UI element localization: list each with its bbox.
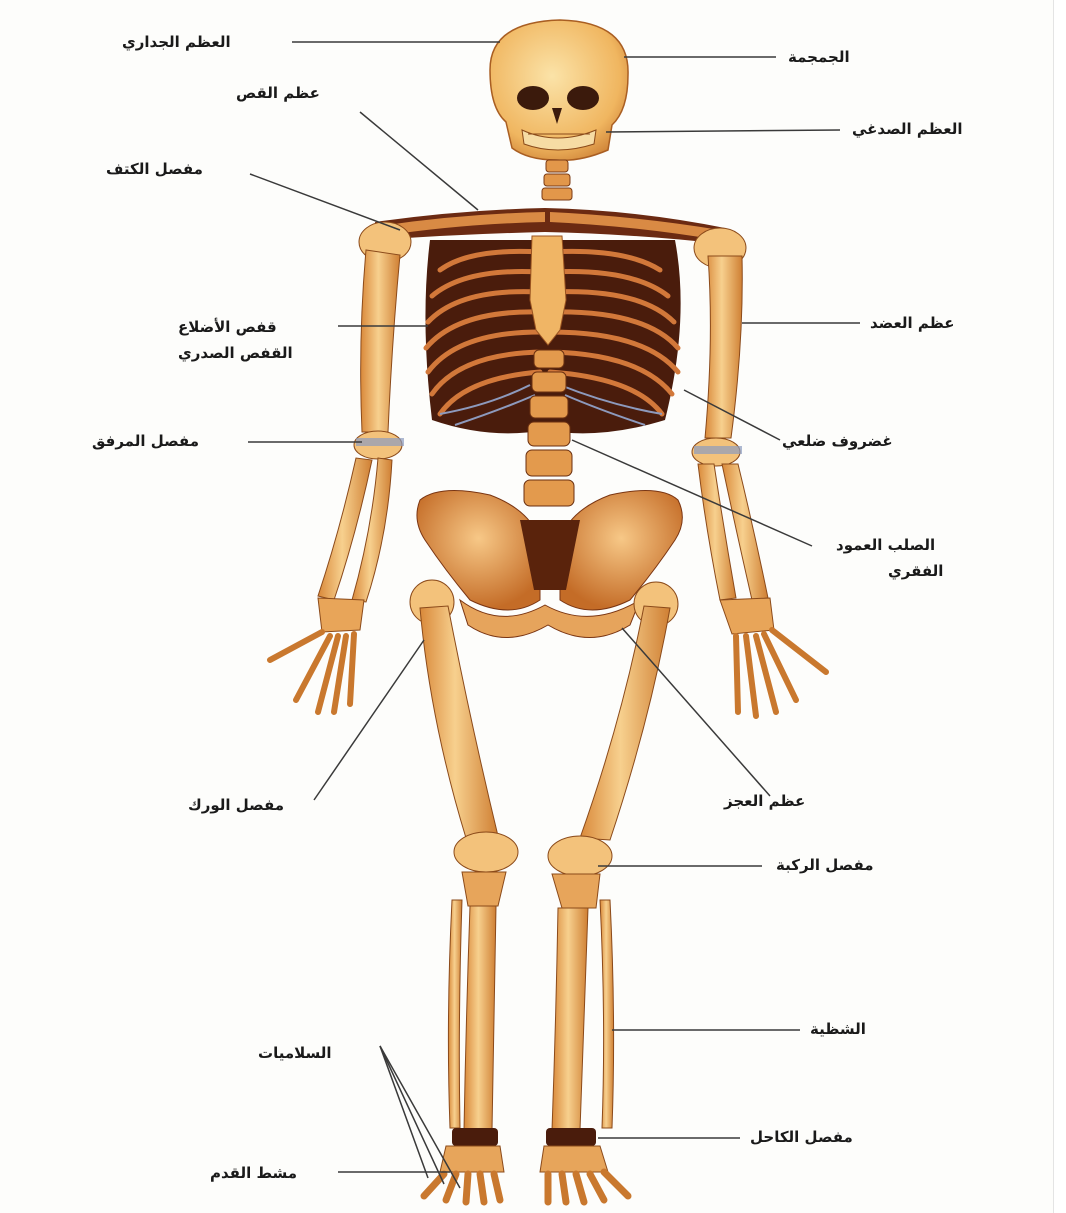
label-ankle-joint: مفصل الكاحل xyxy=(750,1128,853,1147)
left-leg xyxy=(410,580,518,1202)
leader-clavicle xyxy=(360,112,478,210)
label-temporal-bone: العظم الصدغي xyxy=(852,120,962,139)
page-edge xyxy=(1053,0,1066,1213)
left-foot-toes xyxy=(424,1174,500,1202)
leader-shoulder xyxy=(250,174,400,230)
leader-phalanges-1 xyxy=(380,1046,428,1178)
label-kneecap: الشظية xyxy=(810,1020,866,1039)
right-hand-fingers xyxy=(736,630,826,716)
label-metatarsals: مشط القدم xyxy=(210,1164,297,1183)
label-shoulder-joint: مفصل الكتف xyxy=(106,160,203,179)
right-foot-toes xyxy=(548,1172,628,1202)
label-skull: الجمجمة xyxy=(788,48,850,67)
leader-phalanges-3 xyxy=(380,1046,460,1188)
left-eye-socket xyxy=(517,86,549,110)
left-hand-fingers xyxy=(270,632,354,712)
label-coccyx: عظم العجز xyxy=(724,792,805,811)
cervical-spine xyxy=(542,160,572,200)
sternum xyxy=(530,236,566,345)
label-spine-line1: الصلب العمود xyxy=(836,536,935,555)
label-rib-cage-line2: القفص الصدري xyxy=(178,344,293,363)
leader-phalanges-2 xyxy=(380,1046,444,1184)
label-costal-cartilage: غضروف ضلعي xyxy=(782,432,893,451)
label-humerus: عظم العضد xyxy=(870,314,955,333)
leader-temporal xyxy=(606,130,840,132)
skull xyxy=(490,20,628,160)
label-hip-joint: مفصل الورك xyxy=(188,796,284,815)
right-leg xyxy=(540,582,678,1202)
label-knee-joint: مفصل الركبة xyxy=(776,856,874,875)
label-phalanges: السلاميات xyxy=(258,1044,332,1063)
label-spine-line2: الفقري xyxy=(888,562,943,581)
label-parietal-bone: العظم الجداري xyxy=(122,33,231,52)
label-elbow-joint: مفصل المرفق xyxy=(92,432,199,451)
right-arm xyxy=(692,228,826,716)
label-clavicle: عظم القص xyxy=(236,84,320,103)
left-arm xyxy=(270,222,411,712)
label-rib-cage-line1: قفص الأضلاع xyxy=(178,318,277,337)
right-eye-socket xyxy=(567,86,599,110)
